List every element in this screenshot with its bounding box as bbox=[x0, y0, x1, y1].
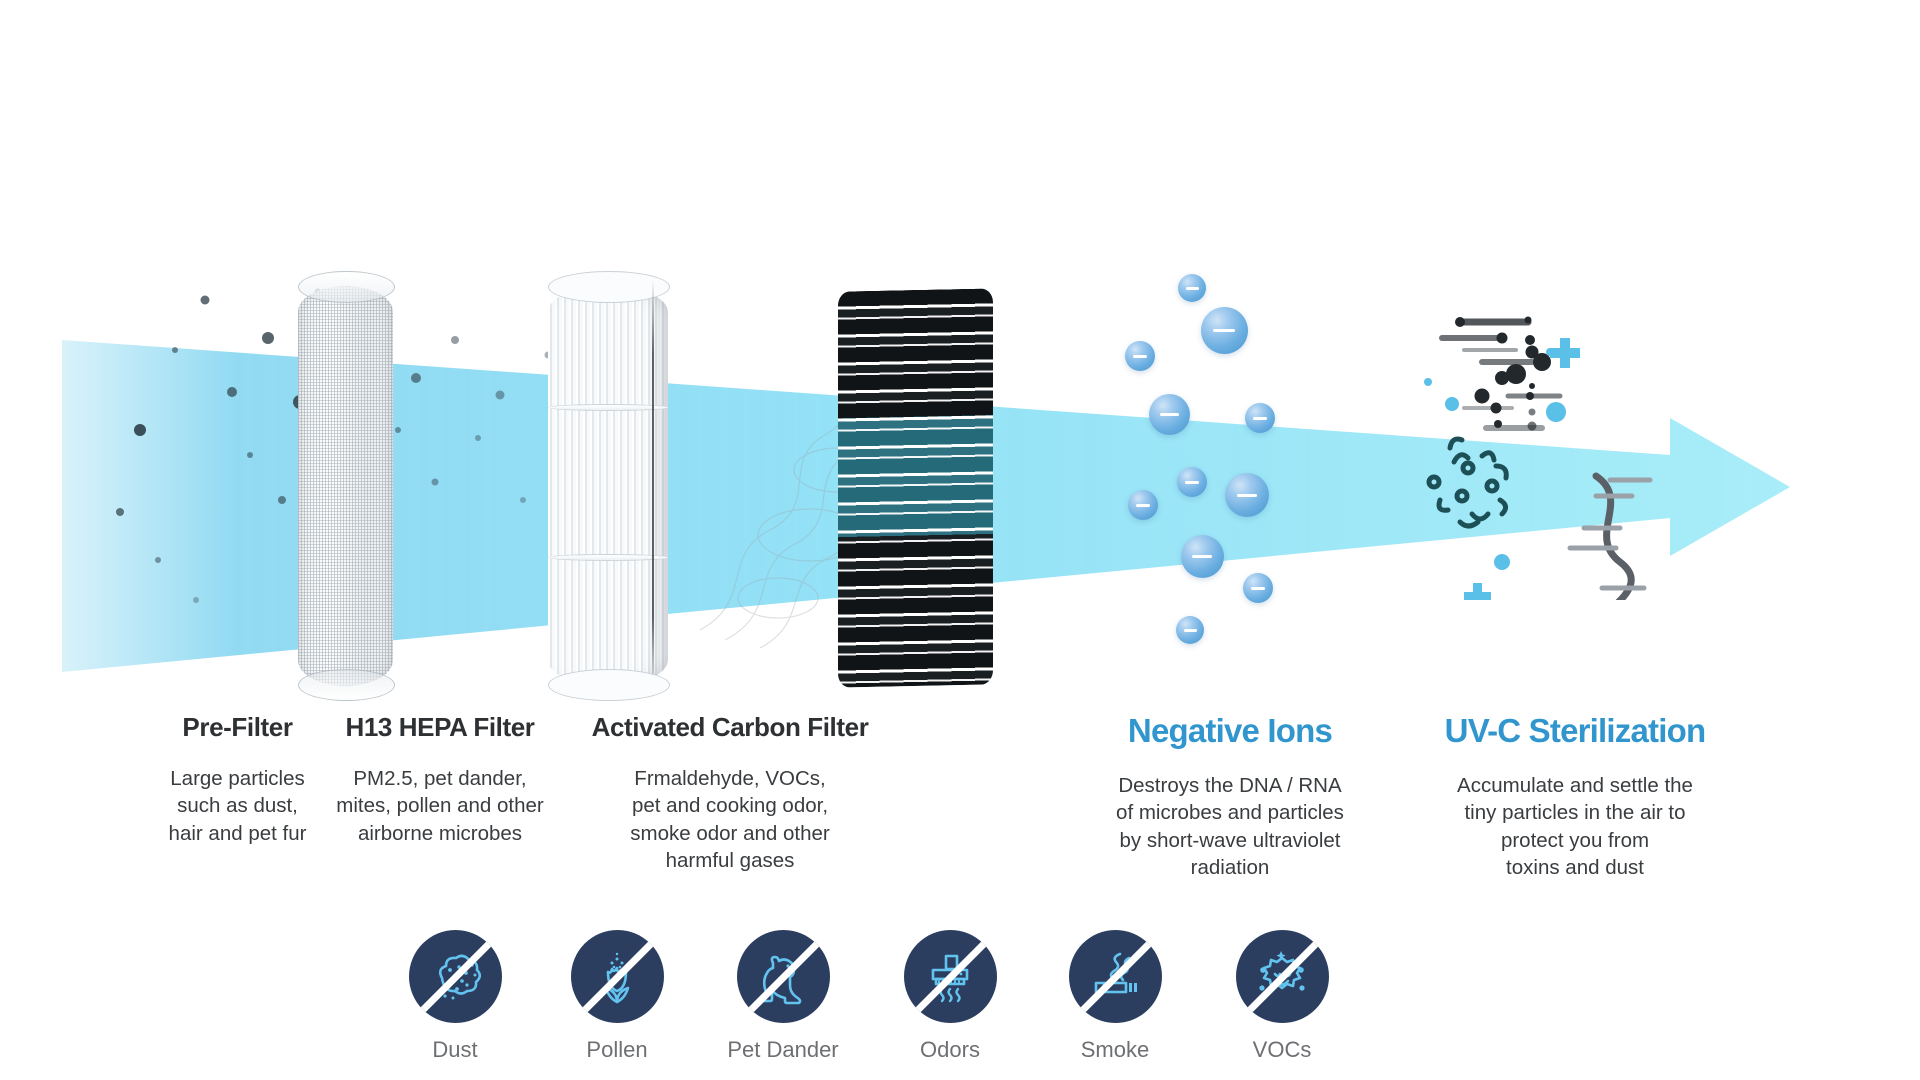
stage-column-uvc-sterilization: UV-C Sterilization Accumulate and settle… bbox=[1390, 712, 1760, 881]
pollutant-item-vocs[interactable]: VOCs bbox=[1217, 930, 1347, 1063]
pollutant-label: Dust bbox=[432, 1037, 478, 1062]
cigarette-smoke-icon bbox=[1068, 930, 1162, 1023]
dust-cloud-icon bbox=[408, 930, 502, 1023]
virus-icon bbox=[1426, 436, 1509, 529]
pollutant-item-dust[interactable]: Dust bbox=[390, 930, 520, 1063]
negative-ion-bubble bbox=[1178, 274, 1206, 302]
uvc-particle-cluster bbox=[1424, 316, 1653, 600]
stage-description: Destroys the DNA / RNA of microbes and p… bbox=[1116, 774, 1344, 879]
stage-title: Activated Carbon Filter bbox=[591, 712, 869, 742]
minus-sign-icon bbox=[1185, 286, 1199, 290]
stage-text-columns: Pre-Filter Large particles such as dust,… bbox=[0, 712, 1920, 902]
dna-helix-icon bbox=[1592, 472, 1635, 600]
stage-graphics bbox=[116, 271, 1653, 701]
minus-sign-icon bbox=[1213, 328, 1235, 332]
pre-filter-mesh-graphic bbox=[298, 271, 395, 701]
stage-title: Pre-Filter bbox=[182, 712, 293, 742]
stage-description: Large particles such as dust, hair and p… bbox=[168, 767, 307, 845]
stage-description: Accumulate and settle the tiny particles… bbox=[1457, 774, 1693, 879]
pollutant-item-pet-dander[interactable]: Pet Dander bbox=[718, 930, 848, 1063]
pollutant-label: Smoke bbox=[1080, 1037, 1150, 1062]
stage-description: Frmaldehyde, VOCs, pet and cooking odor,… bbox=[630, 767, 830, 872]
minus-sign-icon bbox=[1159, 412, 1179, 416]
pollutant-label: VOCs bbox=[1252, 1037, 1312, 1062]
pollutant-item-smoke[interactable]: Smoke bbox=[1050, 930, 1180, 1063]
negative-ion-bubble bbox=[1180, 534, 1224, 578]
minus-sign-icon bbox=[1183, 628, 1197, 632]
negative-ion-bubble bbox=[1125, 341, 1155, 371]
minus-sign-icon bbox=[1185, 480, 1199, 484]
negative-ion-bubble bbox=[1177, 467, 1207, 497]
stage-column-carbon-filter: Activated Carbon Filter Frmaldehyde, VOC… bbox=[560, 712, 900, 874]
pollutant-item-pollen[interactable]: Pollen bbox=[552, 930, 682, 1063]
minus-sign-icon bbox=[1251, 586, 1265, 590]
hepa-pleated-graphic bbox=[548, 271, 670, 701]
stage-description: PM2.5, pet dander, mites, pollen and oth… bbox=[336, 767, 544, 845]
negative-ion-bubble bbox=[1225, 473, 1269, 517]
stage-column-hepa-filter: H13 HEPA Filter PM2.5, pet dander, mites… bbox=[325, 712, 555, 847]
pollutant-icon-row: Dust bbox=[0, 930, 1920, 1080]
stage-column-negative-ions: Negative Ions Destroys the DNA / RNA of … bbox=[1085, 712, 1375, 881]
range-hood-odor-icon bbox=[903, 930, 997, 1023]
negative-ion-bubble bbox=[1243, 573, 1273, 603]
pollutant-item-odors[interactable]: Odors bbox=[885, 930, 1015, 1063]
stage-title: UV-C Sterilization bbox=[1444, 712, 1706, 749]
stage-column-pre-filter: Pre-Filter Large particles such as dust,… bbox=[145, 712, 330, 847]
minus-sign-icon bbox=[1253, 416, 1267, 420]
minus-sign-icon bbox=[1136, 503, 1150, 507]
negative-ion-bubble bbox=[1176, 616, 1204, 644]
stage-title: H13 HEPA Filter bbox=[345, 712, 535, 742]
minus-sign-icon bbox=[1133, 354, 1147, 358]
negative-ion-bubble bbox=[1148, 393, 1190, 435]
stage-title: Negative Ions bbox=[1127, 712, 1333, 749]
flower-pollen-icon bbox=[570, 930, 664, 1023]
minus-sign-icon bbox=[1192, 554, 1212, 558]
negative-ion-bubble bbox=[1200, 306, 1248, 354]
negative-ion-bubble bbox=[1128, 490, 1158, 520]
pollutant-label: Pollen bbox=[586, 1037, 648, 1062]
pollutant-label: Pet Dander bbox=[727, 1037, 839, 1062]
minus-sign-icon bbox=[1237, 493, 1257, 497]
particle-dash-cluster bbox=[1439, 316, 1563, 431]
germ-star-icon bbox=[1235, 930, 1329, 1023]
dog-icon bbox=[736, 930, 830, 1023]
blue-accents bbox=[1424, 338, 1580, 600]
negative-ion-bubble bbox=[1245, 403, 1275, 433]
pollutant-label: Odors bbox=[920, 1037, 980, 1062]
activated-carbon-graphic bbox=[838, 288, 993, 688]
